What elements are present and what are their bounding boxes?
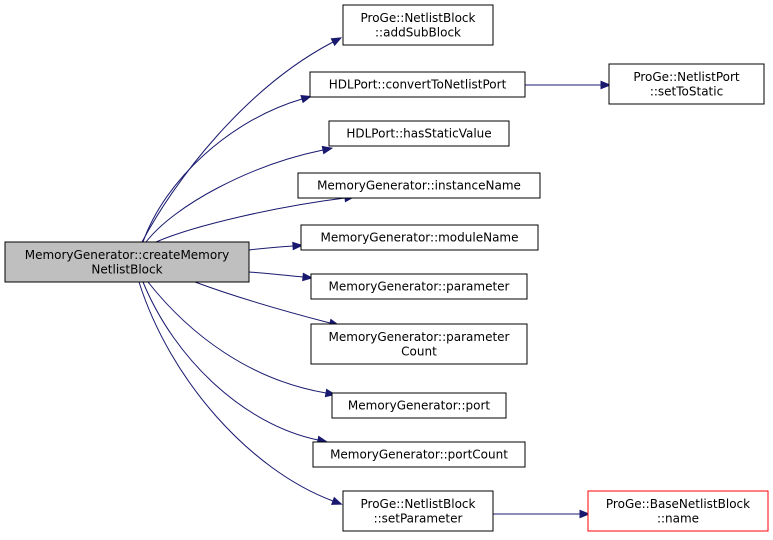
node-hasStaticValue[interactable]: HDLPort::hasStaticValue: [328, 120, 510, 147]
node-label: ProGe::NetlistPort: [633, 70, 740, 84]
edge-line: [248, 245, 294, 251]
node-label: NetlistBlock: [91, 262, 162, 276]
edge-line: [138, 281, 334, 502]
node-box: [342, 490, 494, 532]
edge-root-to-parameter: [248, 271, 314, 282]
edge-root-to-port: [147, 281, 337, 398]
node-box: [297, 172, 541, 199]
node-label: ::name: [657, 511, 699, 525]
edge-line: [142, 281, 319, 441]
node-setParameter[interactable]: ProGe::NetlistBlock::setParameter: [342, 490, 494, 532]
edges-layer: [138, 37, 612, 519]
node-portCount[interactable]: MemoryGenerator::portCount: [312, 441, 526, 468]
node-instanceName[interactable]: MemoryGenerator::instanceName: [297, 172, 541, 199]
node-label: MemoryGenerator::portCount: [330, 448, 508, 462]
node-setToStatic[interactable]: ProGe::NetlistPort::setToStatic: [608, 63, 765, 105]
arrowhead: [321, 145, 334, 155]
edge-root-to-setParameter: [138, 281, 343, 505]
node-box: [300, 224, 539, 251]
node-label: ProGe::NetlistBlock: [361, 11, 476, 25]
arrowhead: [330, 37, 343, 47]
edge-convertToNetlistPort-to-setToStatic: [525, 80, 612, 90]
arrowhead: [600, 80, 612, 90]
edge-setParameter-to-baseName: [492, 509, 591, 519]
arrowhead: [292, 241, 304, 251]
node-label: MemoryGenerator::port: [348, 399, 491, 413]
edge-line: [142, 98, 303, 243]
node-label: ProGe::BaseNetlistBlock: [606, 497, 750, 511]
node-box: [310, 323, 528, 365]
node-label: MemoryGenerator::parameter: [329, 330, 510, 344]
node-convertToNetlistPort[interactable]: HDLPort::convertToNetlistPort: [309, 71, 526, 98]
edge-line: [141, 41, 334, 243]
node-moduleName[interactable]: MemoryGenerator::moduleName: [300, 224, 539, 251]
node-label: MemoryGenerator::parameter: [329, 280, 510, 294]
node-baseName[interactable]: ProGe::BaseNetlistBlock::name: [587, 490, 769, 532]
node-box: [310, 273, 528, 300]
node-label: ::addSubBlock: [375, 25, 461, 39]
node-box: [608, 63, 765, 105]
node-root[interactable]: MemoryGenerator::createMemoryNetlistBloc…: [4, 241, 250, 283]
node-label: ::setToStatic: [650, 84, 723, 98]
nodes-layer: MemoryGenerator::createMemoryNetlistBloc…: [4, 4, 769, 532]
node-box: [312, 441, 526, 468]
node-label: Count: [401, 344, 437, 358]
node-box: [328, 120, 510, 147]
node-label: MemoryGenerator::createMemory: [25, 248, 230, 262]
arrowhead: [300, 94, 312, 104]
edge-line: [248, 271, 304, 278]
edge-line: [155, 197, 346, 243]
node-box: [4, 241, 250, 283]
node-box: [331, 392, 507, 419]
node-addSubBlock[interactable]: ProGe::NetlistBlock::addSubBlock: [342, 4, 494, 46]
arrowhead: [579, 509, 591, 519]
node-parameter[interactable]: MemoryGenerator::parameter: [310, 273, 528, 300]
arrowhead: [331, 496, 343, 505]
node-label: HDLPort::convertToNetlistPort: [329, 78, 507, 92]
arrowhead: [302, 272, 314, 282]
node-box: [342, 4, 494, 46]
edge-root-to-hasStaticValue: [145, 145, 334, 243]
edge-line: [194, 281, 331, 324]
node-label: ProGe::NetlistBlock: [361, 497, 476, 511]
node-label: MemoryGenerator::moduleName: [321, 231, 519, 245]
edge-root-to-convertToNetlistPort: [142, 94, 312, 243]
node-label: HDLPort::hasStaticValue: [346, 127, 491, 141]
node-box: [309, 71, 526, 98]
node-port[interactable]: MemoryGenerator::port: [331, 392, 507, 419]
node-label: ::setParameter: [374, 511, 463, 525]
edge-line: [147, 281, 327, 394]
edge-line: [145, 149, 324, 243]
node-label: MemoryGenerator::instanceName: [317, 179, 521, 193]
edge-root-to-addSubBlock: [141, 37, 343, 243]
node-box: [587, 490, 769, 532]
edge-root-to-portCount: [142, 281, 329, 445]
edge-root-to-moduleName: [248, 241, 304, 251]
